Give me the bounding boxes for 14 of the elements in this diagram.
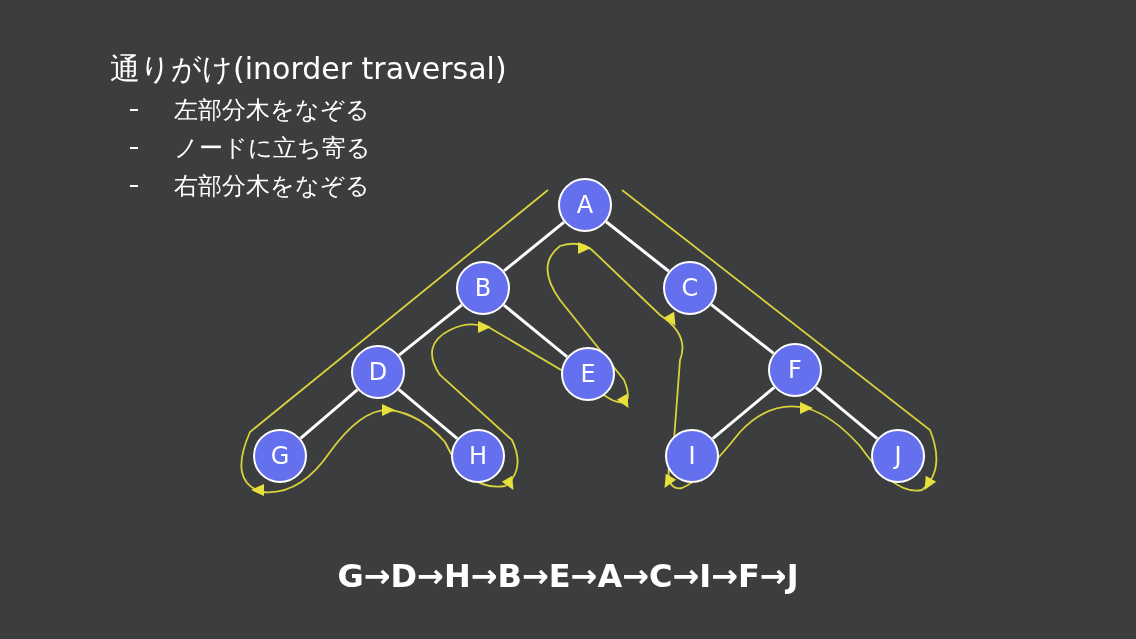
traversal-order-text: G→D→H→B→E→A→C→I→F→J: [336, 556, 800, 597]
tree-edge: [710, 303, 775, 355]
bullet-text: 左部分木をなぞる: [174, 95, 370, 126]
slide-title: 通りがけ(inorder traversal): [110, 50, 507, 88]
tree-edge: [398, 303, 463, 357]
tree-edge: [503, 220, 565, 273]
tree-edge: [397, 388, 459, 440]
tree-edge: [814, 386, 879, 440]
tree-edge: [711, 386, 776, 440]
bullet-text: ノードに立ち寄る: [174, 133, 371, 164]
bullet-text: 右部分木をなぞる: [174, 171, 370, 202]
tree-edge: [502, 303, 569, 359]
tree-edge: [605, 220, 670, 273]
tree-edge: [299, 388, 359, 440]
